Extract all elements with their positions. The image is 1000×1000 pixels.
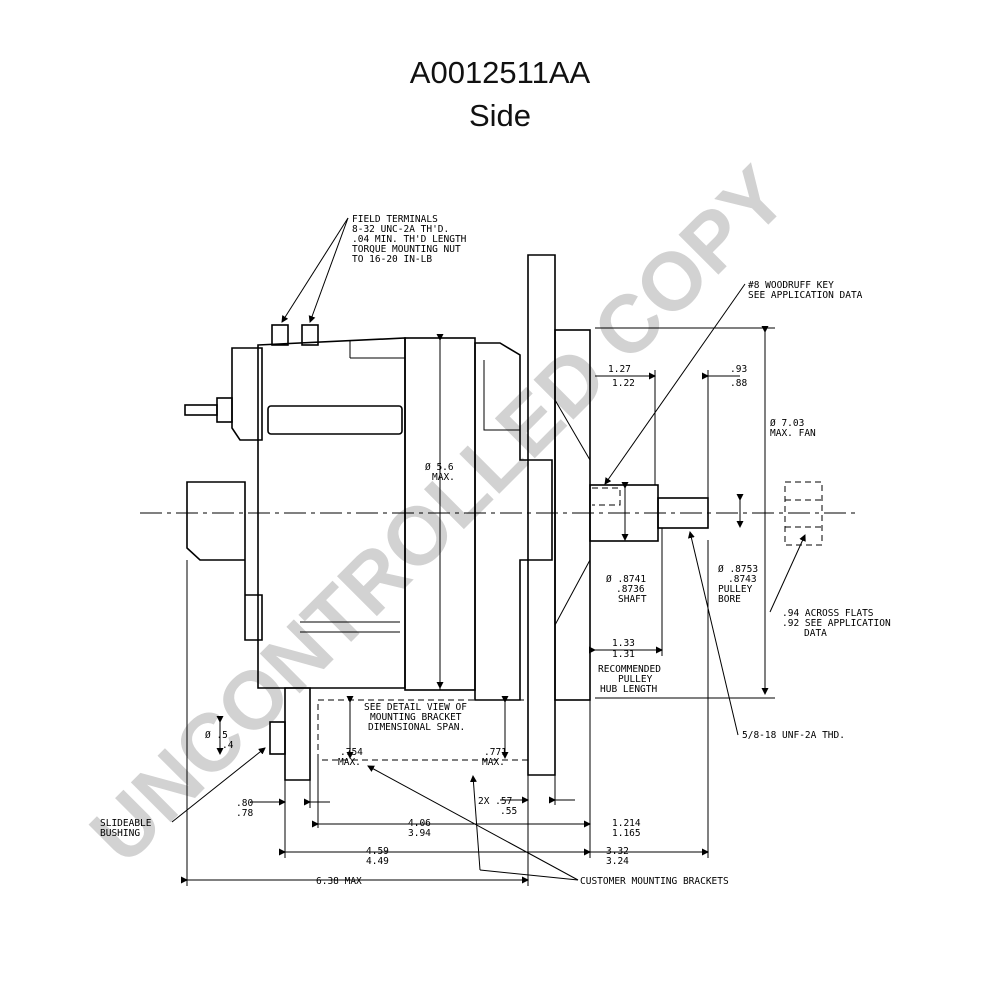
bracket-left-line-2: MAX. (338, 757, 361, 768)
part-number-title: A0012511AA (409, 55, 591, 90)
shaft-dia-line-3: SHAFT (618, 594, 647, 605)
dim-638: 6.38 MAX (316, 876, 362, 887)
bushing-dia-line-2: .4 (222, 740, 234, 751)
field-terminals-line-2: 8-32 UNC-2A TH'D. (352, 224, 449, 235)
leader-lines (171, 217, 806, 881)
dim-459-lower: 4.49 (366, 856, 389, 867)
bushing-dia-line-1: Ø .5 (205, 730, 228, 741)
shaft-dia-line-1: Ø .8741 (606, 574, 646, 585)
fan (527, 254, 556, 776)
dim-080-lower: .78 (236, 808, 253, 819)
side-stud-nut (216, 397, 233, 423)
pulley-nut (784, 481, 823, 546)
field-terminals-line-3: .04 MIN. TH'D LENGTH (352, 234, 467, 245)
fan-diameter-line-1: Ø 7.03 (770, 418, 804, 429)
body-diameter-line-2: MAX. (432, 472, 455, 483)
alternator-outline (140, 254, 860, 781)
hub-length-line-5: HUB LENGTH (600, 684, 657, 695)
dim-406-lower: 3.94 (408, 828, 431, 839)
watermark-text: UNCONTROLLED COPY (73, 150, 804, 881)
bracket-left-line-1: .754 (340, 747, 363, 758)
bracket-right-line-1: .771 (484, 747, 507, 758)
dimension-lines (181, 326, 775, 886)
bracket-right-line-2: MAX. (482, 757, 505, 768)
dim-top-a-upper: 1.27 (608, 364, 631, 375)
pulley-bore-line-2: .8743 (728, 574, 757, 585)
detail-view-line-3: DIMENSIONAL SPAN. (368, 722, 465, 733)
bushing-line-2: BUSHING (100, 828, 140, 839)
dim-1214-upper: 1.214 (612, 818, 641, 829)
dim-top-b-lower: .88 (730, 378, 747, 389)
view-title: Side (468, 98, 532, 133)
hub-length-line-4: PULLEY (618, 674, 653, 685)
side-stud (184, 404, 218, 416)
pulley-bore-line-1: Ø .8753 (718, 564, 758, 575)
field-terminals-line-1: FIELD TERMINALS (352, 214, 438, 225)
shaft-dia-line-2: .8736 (616, 584, 645, 595)
thread-spec: 5/8-18 UNF-2A THD. (742, 730, 845, 741)
detail-view-line-1: SEE DETAIL VIEW OF (364, 702, 467, 713)
pulley-bore-line-3: PULLEY (718, 584, 753, 595)
hub-length-line-3: RECOMMENDED (598, 664, 661, 675)
dim-top-a-lower: 1.22 (612, 378, 635, 389)
field-terminal-2 (301, 324, 319, 346)
threaded-end (657, 497, 709, 529)
slideable-bushing (269, 721, 286, 755)
customer-brackets-label: CUSTOMER MOUNTING BRACKETS (580, 876, 729, 887)
front-housing (474, 342, 553, 701)
field-terminals-line-4: TORQUE MOUNTING NUT (352, 244, 461, 255)
dim-top-b-upper: .93 (730, 364, 747, 375)
callout-labels: FIELD TERMINALS 8-32 UNC-2A TH'D. .04 MI… (100, 214, 891, 887)
dim-332-lower: 3.24 (606, 856, 629, 867)
detail-view-line-2: MOUNTING BRACKET (370, 712, 462, 723)
dim-2x-lower: .55 (500, 806, 517, 817)
bracket-detail-outline (317, 699, 529, 761)
woodruff-key-line-1: #8 WOODRUFF KEY (748, 280, 834, 291)
hub-length-line-2: 1.31 (612, 649, 635, 660)
bushing-line-1: SLIDEABLE (100, 818, 152, 829)
across-flats-line-2: .92 SEE APPLICATION (782, 618, 891, 629)
dim-080-upper: .80 (236, 798, 253, 809)
dim-332-upper: 3.32 (606, 846, 629, 857)
dim-2x-upper: 2X .57 (478, 796, 512, 807)
fan-diameter-line-2: MAX. FAN (770, 428, 816, 439)
dim-1214-lower: 1.165 (612, 828, 641, 839)
dimension-labels: 1.27 1.22 .93 .88 .80 .78 4.06 3.94 2X .… (236, 364, 747, 887)
body-diameter-line-1: Ø 5.6 (425, 462, 454, 473)
pulley-bore-line-4: BORE (718, 594, 741, 605)
dim-459-upper: 4.59 (366, 846, 389, 857)
field-terminals-line-5: TO 16-20 IN-LB (352, 254, 432, 265)
woodruff-key-line-2: SEE APPLICATION DATA (748, 290, 863, 301)
upper-slot (267, 405, 403, 435)
across-flats-line-3: DATA (804, 628, 827, 639)
hub-length-line-1: 1.33 (612, 638, 635, 649)
across-flats-line-1: .94 ACROSS FLATS (782, 608, 874, 619)
field-terminal-1 (271, 324, 289, 346)
rear-boss (186, 481, 263, 641)
dim-406-upper: 4.06 (408, 818, 431, 829)
